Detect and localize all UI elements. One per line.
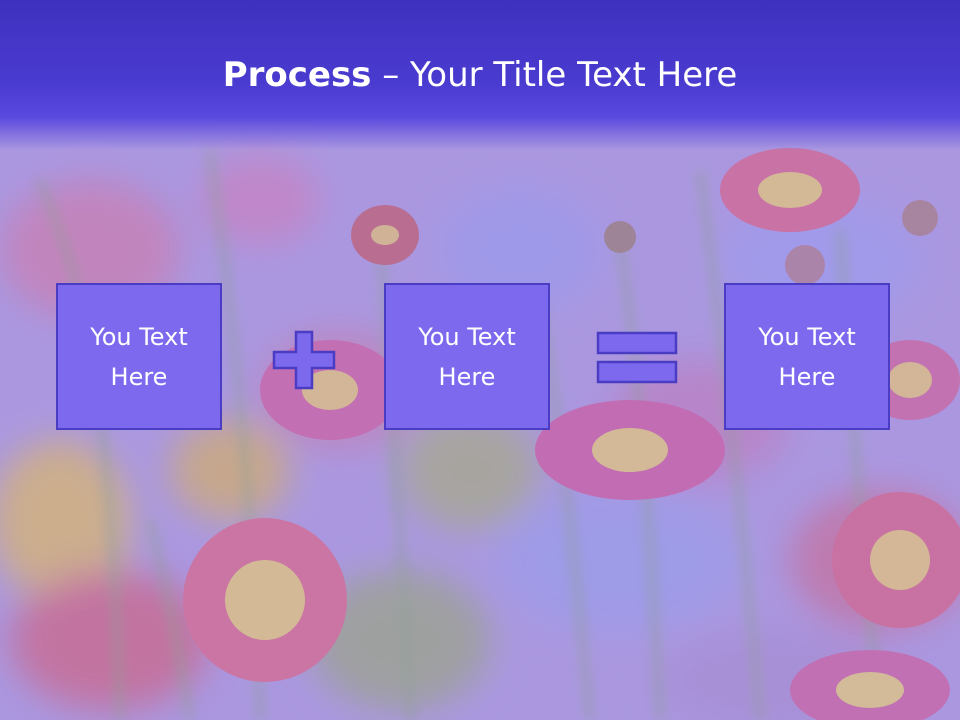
process-box-2: You Text Here bbox=[384, 283, 550, 430]
process-box-2-label: You Text Here bbox=[418, 322, 516, 391]
title-band bbox=[0, 0, 960, 150]
title-regular-part: – Your Title Text Here bbox=[371, 55, 738, 95]
plus-icon bbox=[272, 330, 336, 390]
process-box-1: You Text Here bbox=[56, 283, 222, 430]
equals-icon bbox=[596, 331, 678, 384]
title-bold-part: Process bbox=[222, 55, 372, 95]
process-box-1-label: You Text Here bbox=[90, 322, 188, 391]
process-box-3-label: You Text Here bbox=[758, 322, 856, 391]
slide-title: Process – Your Title Text Here bbox=[0, 52, 960, 98]
process-box-3: You Text Here bbox=[724, 283, 890, 430]
